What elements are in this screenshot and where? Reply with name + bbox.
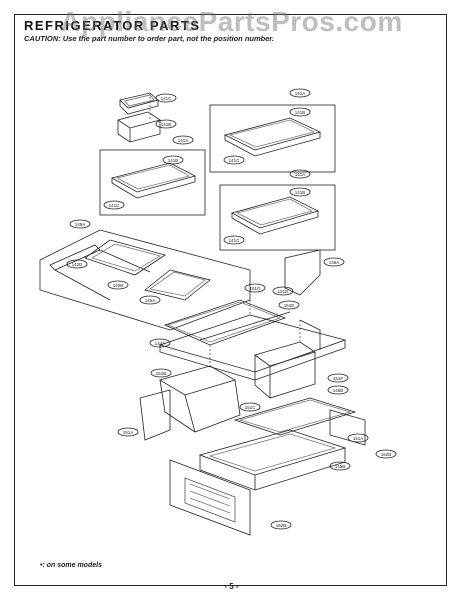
callout-141b-l bbox=[162, 155, 184, 165]
callout-151a-text: 151A bbox=[123, 430, 134, 435]
callout-151a-b bbox=[347, 433, 369, 443]
shelf-box-right-2 bbox=[219, 184, 336, 251]
callout-146a-text: 146A bbox=[329, 260, 340, 265]
page-number: - 5 - bbox=[224, 582, 239, 591]
callout-151f-text: 151F bbox=[333, 376, 344, 381]
callout-141b-r1-text: 141B bbox=[295, 110, 306, 115]
callout-145b-text: 145B bbox=[335, 464, 346, 469]
callout-145a-b-text: 145A bbox=[145, 298, 156, 303]
callout-151b-text: 151B bbox=[156, 371, 167, 376]
callout-141c-l bbox=[103, 200, 125, 210]
egg-tray bbox=[119, 92, 159, 115]
crisper-cover-frame bbox=[49, 239, 211, 301]
shelf-box-right-1 bbox=[209, 104, 336, 173]
pantry-drawer bbox=[198, 429, 347, 491]
callout-145a-b bbox=[139, 295, 161, 305]
callout-145a-text: 145A bbox=[75, 222, 86, 227]
drawer-front bbox=[169, 459, 251, 536]
callout-144a-text: 144A bbox=[155, 341, 166, 346]
callout-152b-text: 152B bbox=[381, 452, 392, 457]
footnote: •: on some models bbox=[40, 562, 102, 569]
callout-141b-r2 bbox=[289, 187, 311, 197]
callout-162b-text: 162B bbox=[276, 523, 287, 528]
callout-151d bbox=[272, 286, 294, 296]
callout-162b bbox=[270, 520, 292, 530]
callout-142b-text: 142B bbox=[113, 283, 124, 288]
shelf-right-1 bbox=[223, 117, 322, 157]
callout-142b bbox=[107, 280, 129, 290]
dairy-bin bbox=[117, 111, 161, 143]
callout-141c-top1-text: 141C bbox=[161, 96, 173, 101]
callout-141c-r2-text: 141C bbox=[229, 238, 241, 243]
callout-151e-text: 151E bbox=[284, 303, 295, 308]
callout-141a-l-text: 141A bbox=[178, 138, 189, 143]
right-rail bbox=[329, 409, 366, 446]
callout-141c-r2 bbox=[223, 235, 245, 245]
callout-141b-r1 bbox=[289, 107, 311, 117]
callout-141c-r1 bbox=[223, 155, 245, 165]
crisper-drawer-left bbox=[158, 365, 241, 433]
callout-142d bbox=[66, 259, 88, 269]
callout-144a bbox=[149, 338, 171, 348]
callout-145a bbox=[69, 219, 91, 229]
callout-151d-text: 151D bbox=[278, 289, 290, 294]
callout-141b-top-text: 141B bbox=[161, 122, 172, 127]
callout-142d-text: 142D bbox=[72, 262, 84, 267]
callout-151a-b-text: 151A bbox=[353, 436, 364, 441]
callout-151c-text: 151C bbox=[245, 405, 257, 410]
crisper-cover-glass bbox=[163, 299, 287, 346]
leader-lines bbox=[149, 93, 301, 366]
side-panel bbox=[284, 249, 321, 296]
crisper-drawer-right bbox=[254, 341, 316, 399]
callout-141b-l-text: 141B bbox=[168, 158, 179, 163]
callout-141b-r2-text: 141B bbox=[295, 190, 306, 195]
crisper-frame bbox=[158, 311, 347, 381]
callout-151g bbox=[244, 283, 266, 293]
callout-151g-text: 151G bbox=[249, 286, 261, 291]
header: REFRIGERATOR PARTS CAUTION: Use the part… bbox=[24, 18, 444, 43]
shelf-right-2 bbox=[230, 196, 320, 235]
page-title: REFRIGERATOR PARTS bbox=[24, 18, 201, 33]
caution-note: CAUTION: Use the part number to order pa… bbox=[24, 34, 275, 43]
shelf-box-left bbox=[99, 149, 206, 216]
callout-141a-r1-text: 141A bbox=[295, 91, 306, 96]
callout-141a-r1 bbox=[289, 88, 311, 98]
callout-141c-top1 bbox=[155, 93, 177, 103]
callout-151f bbox=[327, 373, 349, 383]
callout-152b bbox=[375, 449, 397, 459]
callout-146a bbox=[323, 257, 345, 267]
callout-141a-l bbox=[172, 135, 194, 145]
pantry-shelf bbox=[233, 397, 357, 436]
callout-141b-top bbox=[155, 119, 177, 129]
callout-151e bbox=[278, 300, 300, 310]
callout-146b-text: 146B bbox=[333, 388, 344, 393]
callout-151b bbox=[150, 368, 172, 378]
shelf-left bbox=[110, 162, 197, 199]
callout-141c-r1-text: 141C bbox=[229, 158, 241, 163]
callout-151c bbox=[239, 402, 261, 412]
cover-group-outline bbox=[39, 229, 251, 331]
callout-146b bbox=[327, 385, 349, 395]
callout-141c-l-text: 141C bbox=[109, 203, 121, 208]
left-bracket bbox=[139, 389, 171, 441]
page-frame bbox=[14, 14, 447, 586]
callout-151a bbox=[117, 427, 139, 437]
callout-145b bbox=[329, 461, 351, 471]
callout-141a-r2-text: 141A bbox=[295, 172, 306, 177]
callout-141a-r2 bbox=[289, 169, 311, 179]
